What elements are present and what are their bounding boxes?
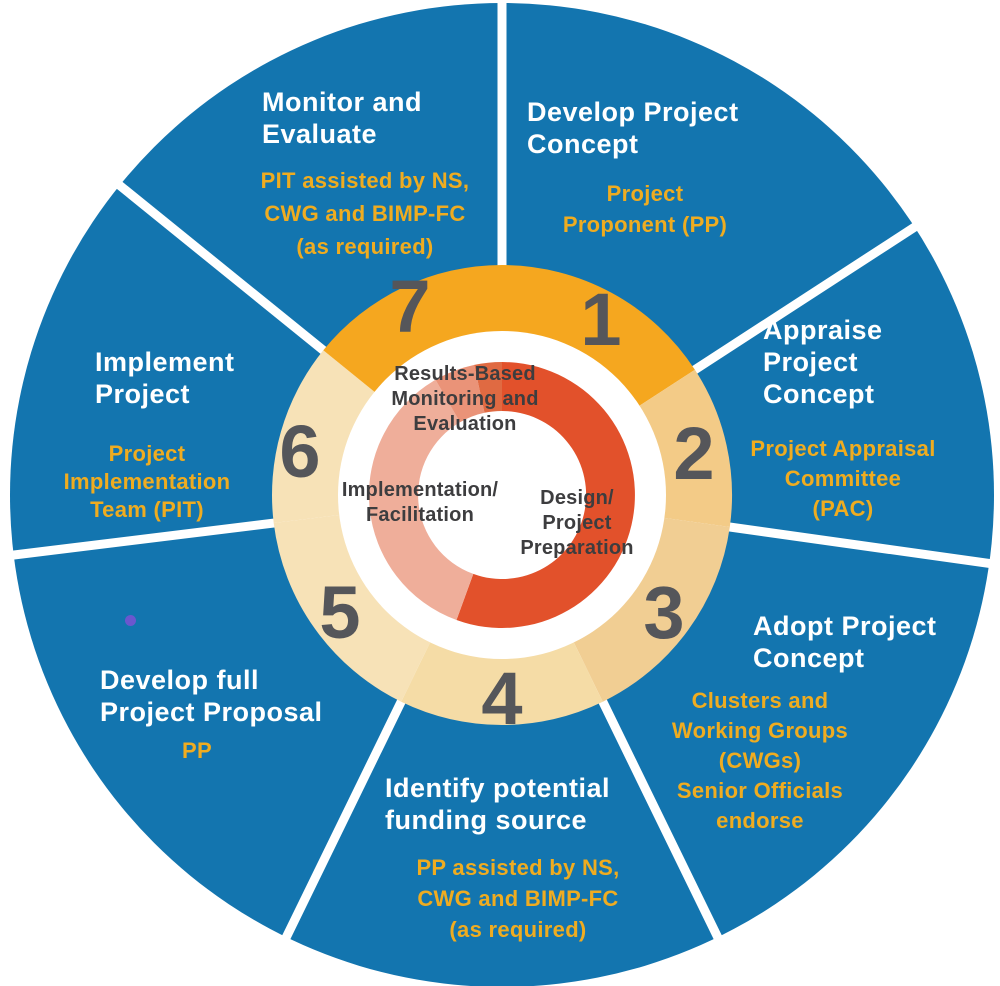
step-number-4: 4 <box>481 657 522 740</box>
ring-sector-7 <box>323 265 502 394</box>
segment-7-title: Monitor and Evaluate <box>262 87 422 149</box>
ring-sector-6 <box>272 350 377 523</box>
step-number-6: 6 <box>279 410 320 493</box>
ring-sector-2 <box>637 369 733 527</box>
inner-arc-transition-light <box>435 364 485 423</box>
ring-sector-5 <box>273 514 431 702</box>
inner-arc-salmon <box>368 379 474 620</box>
segment-2-title: Appraise Project Concept <box>763 315 883 409</box>
segment-5-subtitle: PP <box>182 738 212 763</box>
segment-3-title: Adopt Project Concept <box>753 611 937 673</box>
purple-dot <box>125 615 136 626</box>
number-ring <box>272 265 733 725</box>
step-numbers: 1 2 3 4 5 6 7 <box>279 265 714 740</box>
step-number-2: 2 <box>673 412 714 495</box>
segment-6-subtitle: Project Implementation Team (PIT) <box>63 441 231 522</box>
ring-sector-1 <box>502 265 695 407</box>
segment-6-title: Implement Project <box>95 347 235 409</box>
center-label-implementation: Implementation/ Facilitation <box>341 479 499 526</box>
step-number-7: 7 <box>389 265 430 348</box>
ring-sector-3 <box>573 517 730 702</box>
segment-4-title: Identify potential funding source <box>385 773 610 835</box>
inner-arc-transition-dark <box>474 362 502 413</box>
ring-sector-4 <box>401 640 603 725</box>
center-label-monitoring: Results-Based Monitoring and Evaluation <box>391 363 539 435</box>
segment-1-subtitle: Project Proponent (PP) <box>562 181 728 237</box>
segment-7-subtitle: PIT assisted by NS, CWG and BIMP-FC (as … <box>260 168 470 259</box>
segment-1-title: Develop Project Concept <box>527 97 739 159</box>
segment-5-title: Develop full Project Proposal <box>100 665 323 727</box>
segment-2-subtitle: Project Appraisal Committee (PAC) <box>750 436 936 521</box>
center-label-design: Design/ Project Preparation <box>520 487 634 559</box>
segment-3-subtitle: Clusters and Working Groups (CWGs) Senio… <box>671 688 849 833</box>
sector-dividers <box>5 0 998 947</box>
inner-arc-red <box>456 362 635 628</box>
inner-cycle-ring <box>368 362 635 628</box>
step-number-5: 5 <box>319 571 360 654</box>
step-number-1: 1 <box>580 278 621 361</box>
segment-4-subtitle: PP assisted by NS, CWG and BIMP-FC (as r… <box>416 855 620 942</box>
step-number-3: 3 <box>643 571 684 654</box>
